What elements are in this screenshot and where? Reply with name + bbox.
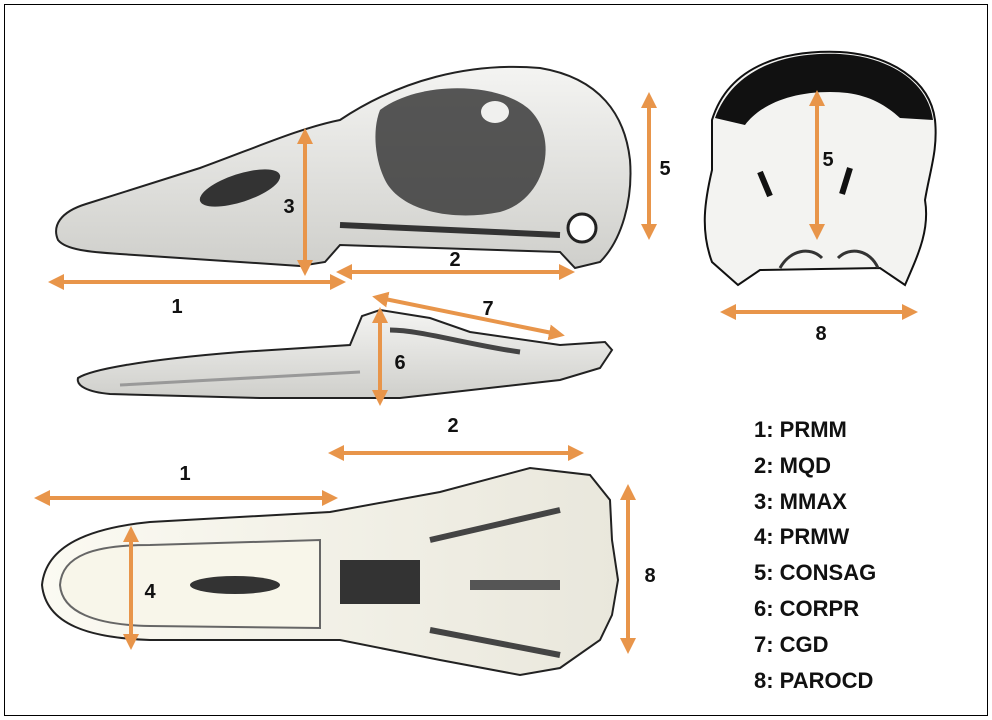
label-2-upper: 2	[449, 249, 460, 271]
label-1-upper: 1	[171, 296, 182, 318]
label-7: 7	[482, 298, 493, 320]
occipital-skull	[705, 52, 936, 285]
label-8-ventral: 8	[644, 565, 655, 587]
legend-item: 2: MQD	[754, 448, 876, 484]
label-8-occipital: 8	[815, 323, 826, 345]
legend-item: 1: PRMM	[754, 412, 876, 448]
legend-item: 5: CONSAG	[754, 555, 876, 591]
legend-item: 7: CGD	[754, 627, 876, 663]
label-1-lower: 1	[179, 463, 190, 485]
label-6: 6	[394, 352, 405, 374]
legend-item: 8: PAROCD	[754, 663, 876, 699]
label-5-occipital: 5	[822, 149, 833, 171]
label-5-lateral: 5	[659, 158, 670, 180]
legend-item: 4: PRMW	[754, 519, 876, 555]
label-4: 4	[144, 581, 156, 603]
label-3: 3	[283, 196, 294, 218]
measurement-legend: 1: PRMM 2: MQD 3: MMAX 4: PRMW 5: CONSAG…	[754, 412, 876, 698]
legend-item: 6: CORPR	[754, 591, 876, 627]
legend-item: 3: MMAX	[754, 484, 876, 520]
label-2-lower: 2	[447, 415, 458, 437]
